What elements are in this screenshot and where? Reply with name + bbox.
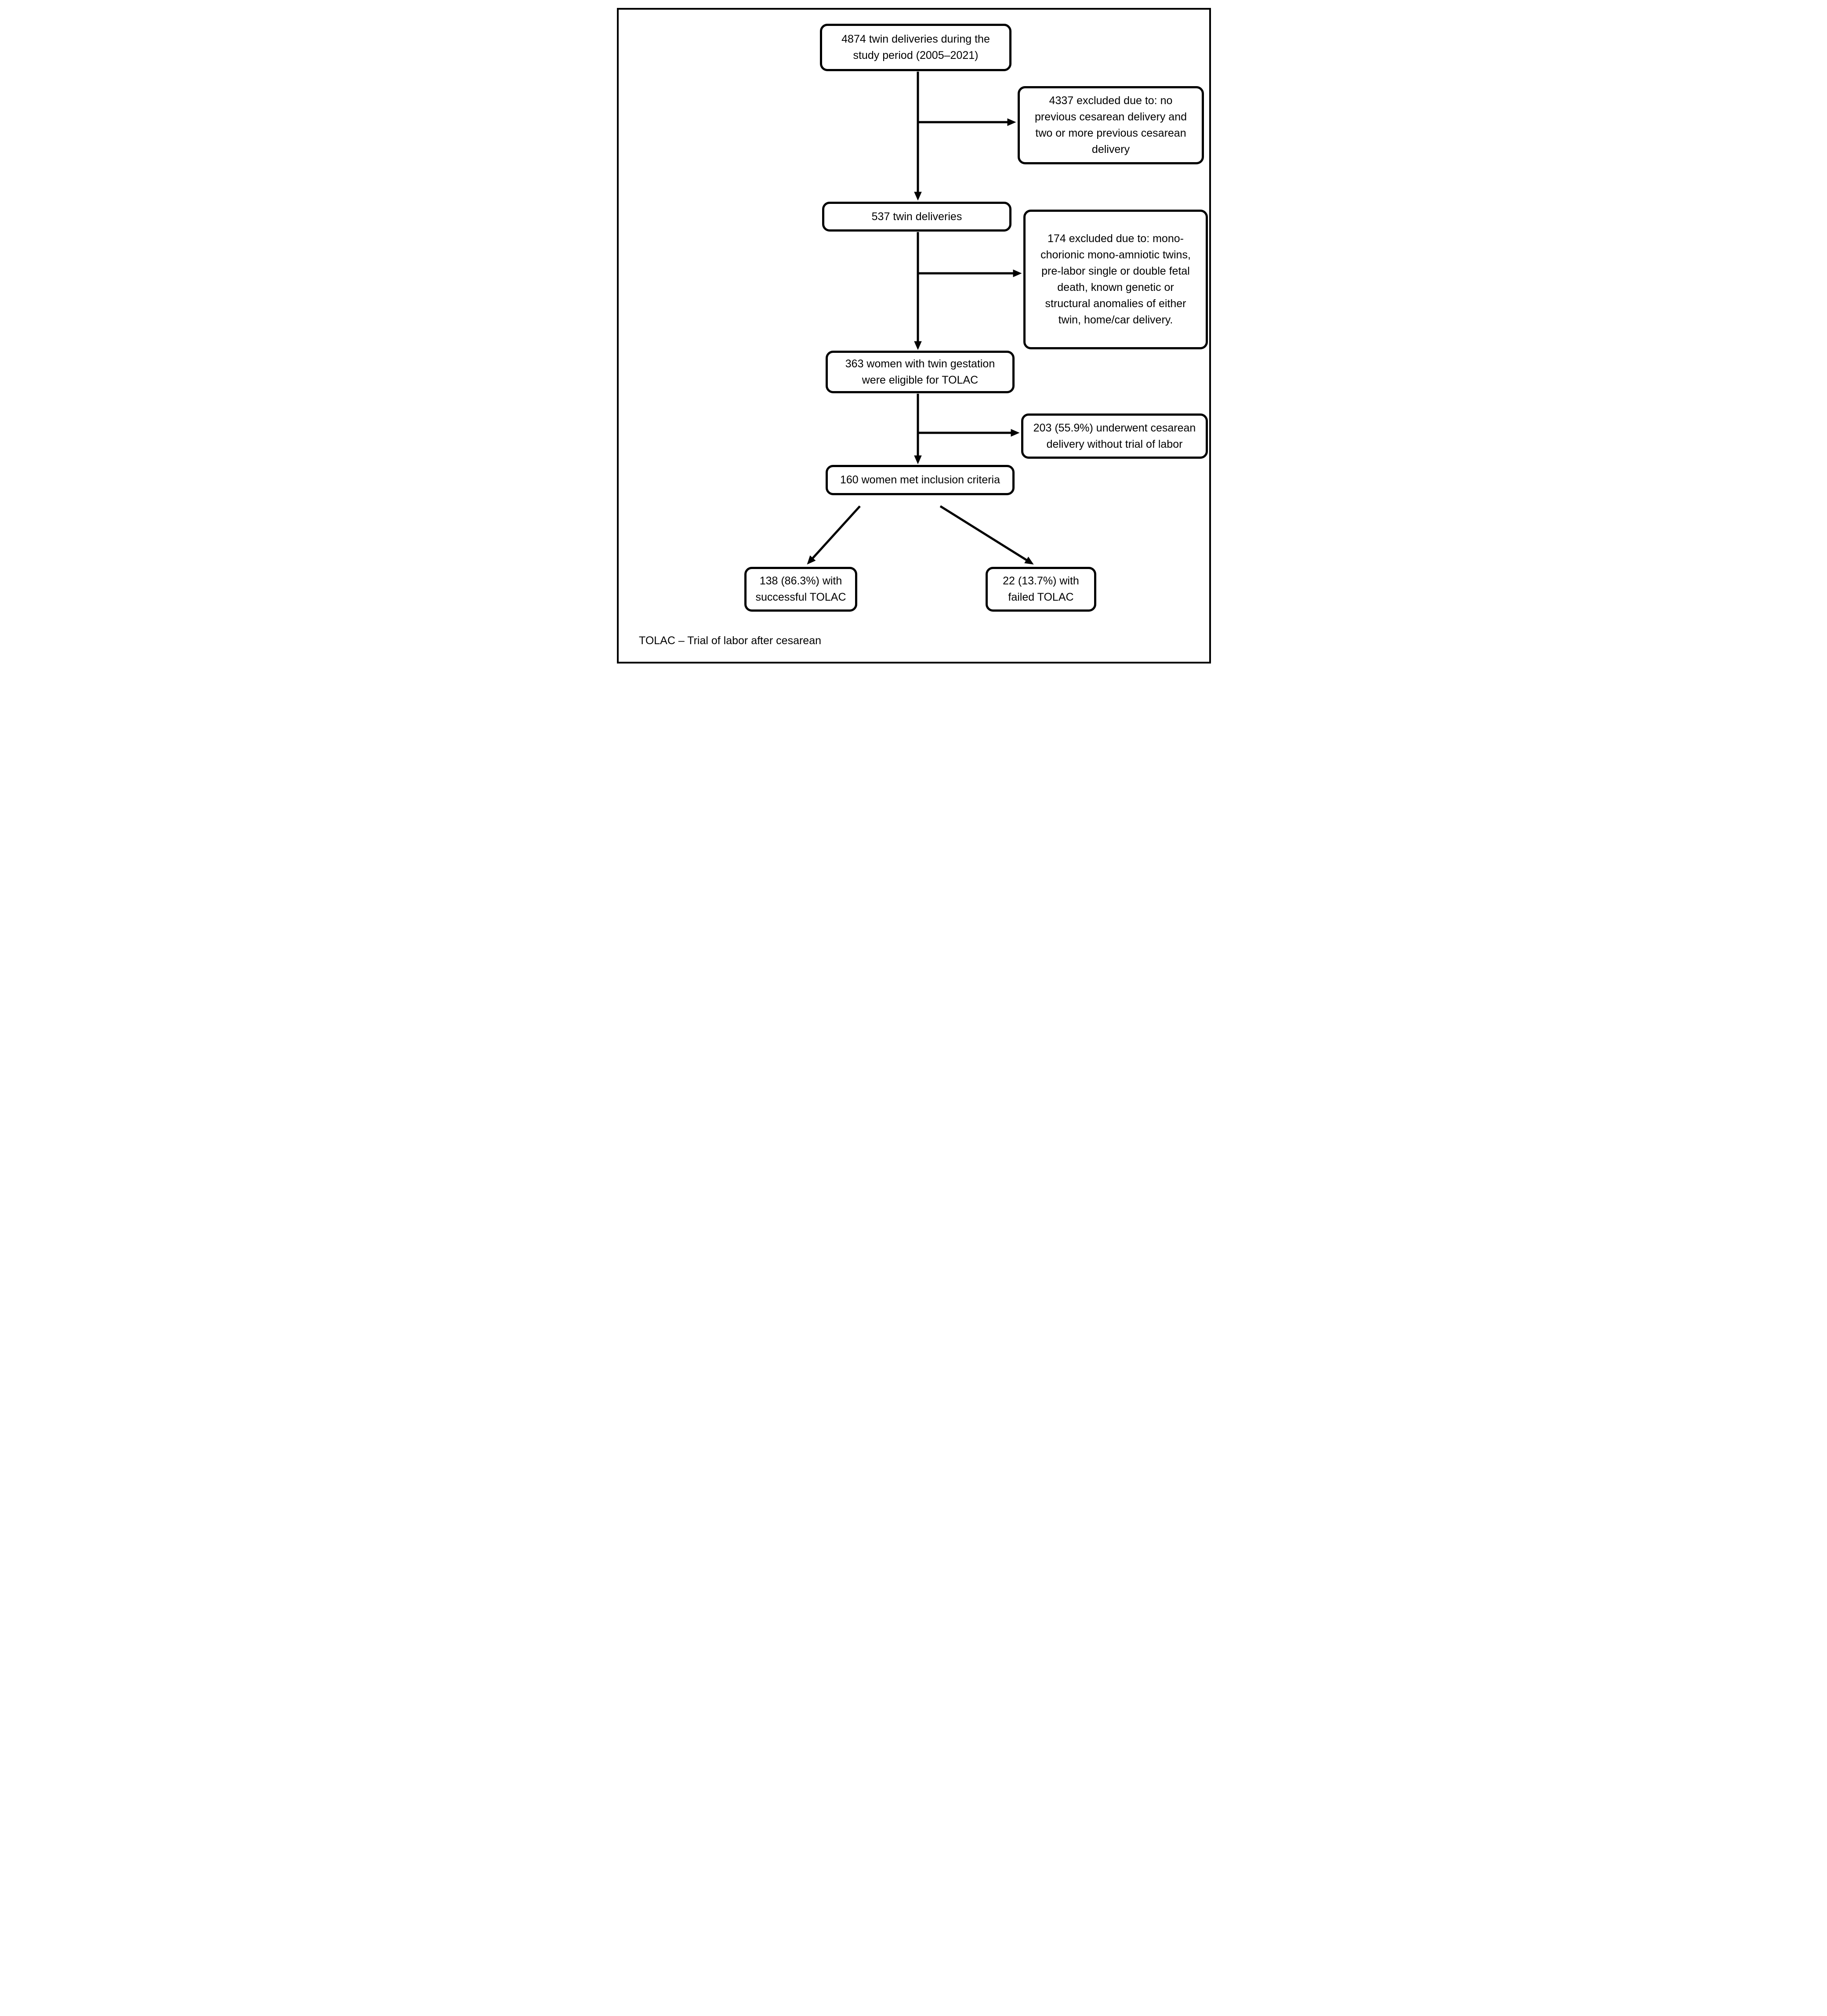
node-text-line: pre-labor single or double fetal bbox=[1041, 265, 1190, 277]
node-text-line: failed TOLAC bbox=[1008, 591, 1074, 603]
node-text-line: were eligible for TOLAC bbox=[862, 373, 979, 386]
node-text-line: chorionic mono-amniotic twins, bbox=[1040, 249, 1191, 261]
node-included-160: 160 women met inclusion criteria bbox=[826, 465, 1015, 495]
figure-border bbox=[617, 8, 1211, 664]
flow-diagram-canvas: 4874 twin deliveries during the study pe… bbox=[609, 0, 1218, 672]
node-excluded-second: 174 excluded due to: mono- chorionic mon… bbox=[1023, 210, 1208, 349]
node-text-line: 537 twin deliveries bbox=[871, 210, 962, 223]
node-eligible-363: 363 women with twin gestation were eligi… bbox=[826, 351, 1015, 393]
arrow-160-to-failed bbox=[939, 505, 1034, 565]
arrow-160-to-successful bbox=[807, 505, 861, 565]
node-text-line: delivery without trial of labor bbox=[1046, 438, 1183, 450]
node-text-line: twin, home/car delivery. bbox=[1058, 314, 1173, 326]
node-text-line: 203 (55.9%) underwent cesarean bbox=[1033, 421, 1196, 434]
node-text-line: 22 (13.7%) with bbox=[1003, 575, 1079, 587]
node-text-line: two or more previous cesarean bbox=[1035, 127, 1186, 139]
node-text-line: 4337 excluded due to: no bbox=[1049, 94, 1173, 107]
node-text-line: death, known genetic or bbox=[1057, 281, 1174, 294]
node-text-line: 160 women met inclusion criteria bbox=[840, 474, 1000, 486]
node-successful-tolac-138: 138 (86.3%) with successful TOLAC bbox=[744, 567, 857, 612]
node-text-line: study period (2005–2021) bbox=[853, 49, 979, 62]
node-text-line: successful TOLAC bbox=[755, 591, 846, 603]
node-text-line: delivery bbox=[1091, 143, 1130, 156]
node-text-line: 138 (86.3%) with bbox=[759, 575, 842, 587]
node-537-twin-deliveries: 537 twin deliveries bbox=[822, 202, 1011, 232]
node-text-line: 174 excluded due to: mono- bbox=[1048, 232, 1184, 245]
node-text-line: previous cesarean delivery and bbox=[1034, 111, 1187, 123]
node-cesarean-without-trial-203: 203 (55.9%) underwent cesarean delivery … bbox=[1021, 413, 1208, 459]
node-text-line: 363 women with twin gestation bbox=[845, 357, 995, 370]
node-excluded-first: 4337 excluded due to: no previous cesare… bbox=[1018, 86, 1204, 164]
node-total-twin-deliveries: 4874 twin deliveries during the study pe… bbox=[820, 24, 1011, 71]
arrow-layer bbox=[807, 72, 1034, 565]
tolac-abbreviation-note: TOLAC – Trial of labor after cesarean bbox=[639, 635, 822, 647]
node-failed-tolac-22: 22 (13.7%) with failed TOLAC bbox=[986, 567, 1096, 612]
node-text-line: 4874 twin deliveries during the bbox=[841, 33, 990, 45]
node-text-line: structural anomalies of either bbox=[1045, 297, 1186, 310]
